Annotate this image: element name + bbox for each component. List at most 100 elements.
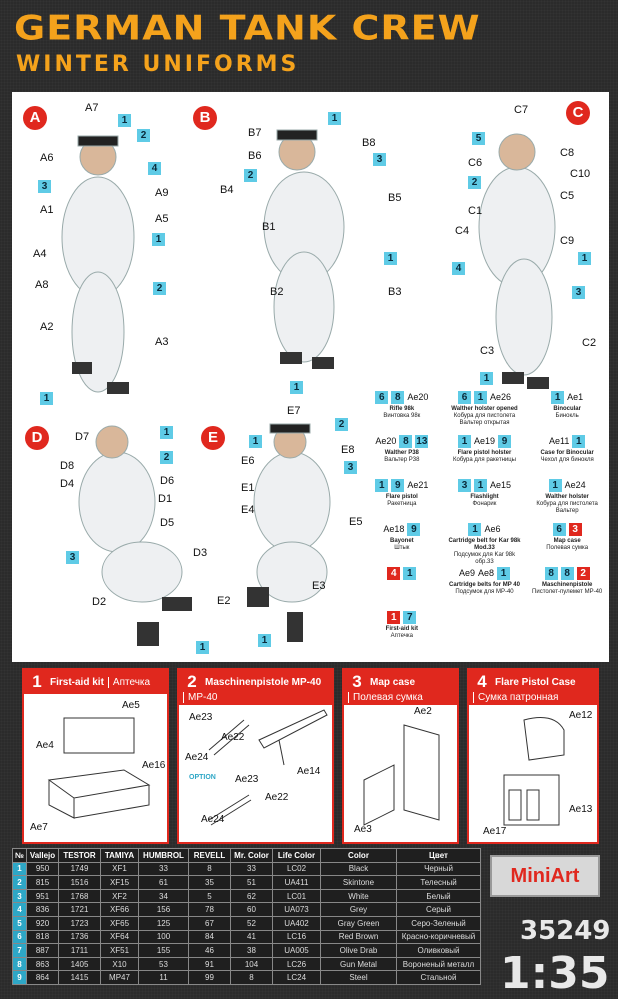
paint-color-callout: 4 [452, 262, 465, 275]
table-cell: 863 [26, 956, 59, 972]
table-cell: 5 [12, 915, 27, 931]
figure-e-badge: E [201, 426, 225, 450]
accessory-name-ru: Подсумок для МР-40 [455, 589, 514, 595]
accessory-name-ru: Чехол для бинокля [540, 457, 594, 463]
column-header: Mr. Color [230, 848, 273, 863]
accessory-name-ru: Кобура для пистолета Вальтер [536, 501, 598, 514]
paint-color-callout: 1 [572, 434, 586, 448]
table-cell: LC01 [272, 888, 321, 904]
part-callout: D1 [158, 493, 173, 505]
paint-color-callout: 1 [249, 435, 262, 448]
part-callout: C1 [468, 205, 483, 217]
table-cell: 60 [230, 902, 273, 917]
figure-c-badge: C [566, 101, 590, 125]
part-callout: B8 [362, 137, 376, 149]
part-label: Ae23 [235, 774, 259, 785]
part-callout: C7 [514, 104, 529, 116]
table-cell: LC26 [272, 956, 321, 972]
part-callout: C2 [582, 337, 597, 349]
scale-label: 1:35 [500, 948, 610, 999]
part-callout: Ae8 [477, 568, 494, 578]
paint-color-callout: 1 [160, 426, 173, 439]
table-cell: XF2 [100, 888, 139, 904]
panel-title-ru: MP-40 [183, 692, 217, 703]
mp40-assembly-drawing [208, 709, 328, 826]
part-callout: Ae11 [548, 436, 570, 446]
paint-color-callout: 1 [196, 641, 209, 654]
table-cell: 1749 [58, 861, 101, 877]
paint-color-callout: 2 [335, 418, 348, 431]
part-callout: E4 [241, 504, 255, 516]
part-callout: E7 [287, 405, 301, 417]
part-callout: A1 [40, 204, 54, 216]
flare-case-drawing [503, 717, 565, 826]
table-cell: Red Brown [320, 929, 397, 945]
accessory-name-ru: Вальтер Р38 [384, 457, 420, 463]
table-cell: 1516 [58, 875, 101, 890]
table-cell: Вороненый металл [396, 956, 481, 972]
table-cell: 1415 [58, 970, 101, 985]
box-subtitle: WINTER UNIFORMS [16, 52, 300, 77]
column-header: TESTOR [58, 848, 101, 863]
part-callout: C5 [560, 190, 575, 202]
part-label: Ae14 [297, 766, 321, 777]
paint-color-callout: 1 [118, 114, 131, 127]
accessory-name-ru: Винтовка 98к [383, 413, 421, 419]
column-header: Цвет [396, 848, 481, 863]
panel-number: 4 [477, 672, 487, 691]
table-cell: 53 [138, 956, 189, 972]
table-cell: XF1 [100, 861, 139, 877]
part-callout: Ae19 [473, 436, 495, 446]
paint-color-callout: 9 [391, 478, 405, 492]
part-callout: E1 [241, 482, 255, 494]
paint-color-callout: 6 [375, 390, 389, 404]
table-cell: Стальной [396, 970, 481, 985]
part-callout: E8 [341, 444, 355, 456]
paint-color-callout: 6 [552, 522, 566, 536]
panel-number: 1 [32, 672, 42, 691]
part-callout: D5 [160, 517, 175, 529]
part-callout: A7 [85, 102, 99, 114]
figure-b-badge: B [193, 106, 217, 130]
table-cell: LC16 [272, 929, 321, 945]
part-label: Ae16 [142, 760, 166, 771]
table-cell: 1723 [58, 915, 101, 931]
paint-color-callout: 1 [548, 478, 562, 492]
table-cell: 155 [138, 943, 189, 958]
part-callout: B3 [388, 286, 402, 298]
part-callout: C4 [455, 225, 470, 237]
table-cell: 62 [230, 888, 273, 904]
table-cell: 1736 [58, 929, 101, 945]
paint-color-callout: 1 [480, 372, 493, 385]
paint-color-callout: 3 [373, 153, 386, 166]
table-cell: 78 [188, 902, 231, 917]
table-cell: XF65 [100, 915, 139, 931]
column-header: TAMIYA [100, 848, 139, 863]
table-cell: 6 [12, 929, 27, 945]
table-cell: XF51 [100, 943, 139, 958]
part-callout: A5 [155, 213, 169, 225]
table-cell: Gray Green [320, 915, 397, 931]
table-cell: 61 [138, 875, 189, 890]
table-cell: 100 [138, 929, 189, 945]
panel-title: Map case [370, 676, 416, 688]
paint-color-callout: 2 [153, 282, 166, 295]
part-label: Ae4 [36, 740, 54, 751]
table-cell: 836 [26, 902, 59, 917]
